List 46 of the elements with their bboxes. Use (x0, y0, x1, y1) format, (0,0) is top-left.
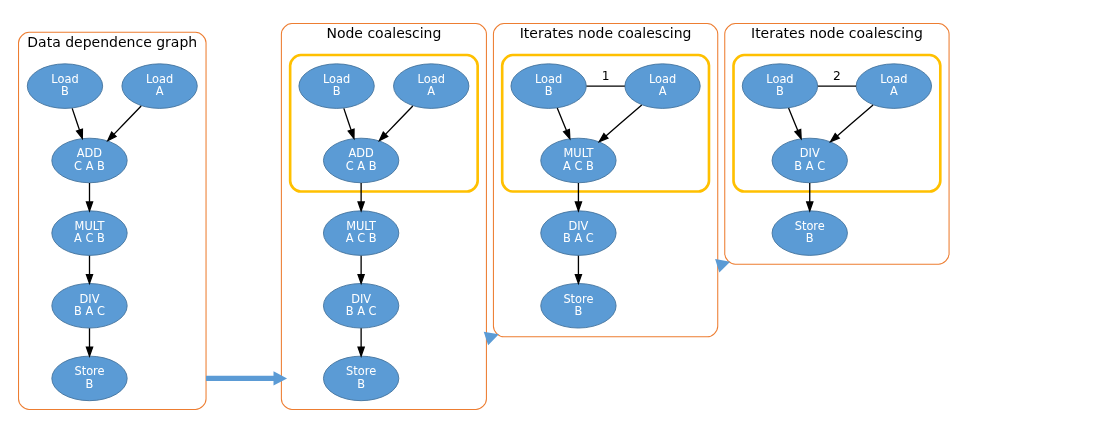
node-ellipse: Load A (624, 62, 701, 109)
arrow (85, 254, 94, 285)
node-ellipse: Load B (741, 62, 819, 109)
arrow (597, 103, 643, 143)
connector (817, 84, 857, 87)
node-ellipse: Load A (393, 62, 470, 109)
node-ellipse: Store B (51, 355, 128, 401)
node-ellipse: Load B (510, 62, 587, 109)
node-ellipse: DIV B A C (540, 209, 617, 256)
arrow (357, 181, 366, 213)
node-ellipse: MULT A C B (51, 209, 128, 256)
node-ellipse: DIV B A C (771, 137, 848, 183)
arrow (85, 181, 94, 213)
arrow (556, 106, 571, 140)
cluster (500, 53, 711, 193)
arrow (357, 327, 366, 358)
node-ellipse: MULT A C B (540, 137, 617, 183)
node-ellipse: Load A (855, 62, 932, 109)
connector (585, 84, 626, 87)
node-ellipse: ADD C A B (51, 137, 128, 183)
node-ellipse: ADD C A B (323, 137, 400, 183)
arrow (805, 181, 814, 213)
cluster (732, 53, 942, 193)
arrow (206, 370, 288, 386)
edge-label: 2 (833, 68, 841, 83)
arrow (71, 107, 84, 140)
node-ellipse: DIV B A C (323, 282, 400, 328)
node-ellipse: DIV B A C (51, 282, 128, 328)
arrow (574, 181, 583, 213)
arrow (787, 106, 802, 140)
cluster (288, 53, 479, 193)
arrow (85, 327, 94, 358)
arrow (378, 104, 414, 142)
node-ellipse: Store B (540, 282, 617, 328)
arrow (343, 107, 355, 140)
node-ellipse: Load B (26, 62, 104, 109)
node-ellipse: Load B (298, 62, 375, 109)
node-ellipse: MULT A C B (323, 209, 400, 256)
node-ellipse: Store B (323, 355, 400, 401)
edge-label: 1 (601, 68, 610, 83)
arrow (357, 254, 366, 285)
arrow (829, 103, 874, 143)
node-ellipse: Load A (121, 62, 198, 109)
arrow (574, 254, 583, 285)
node-ellipse: Store B (771, 209, 848, 256)
arrow (106, 104, 142, 142)
